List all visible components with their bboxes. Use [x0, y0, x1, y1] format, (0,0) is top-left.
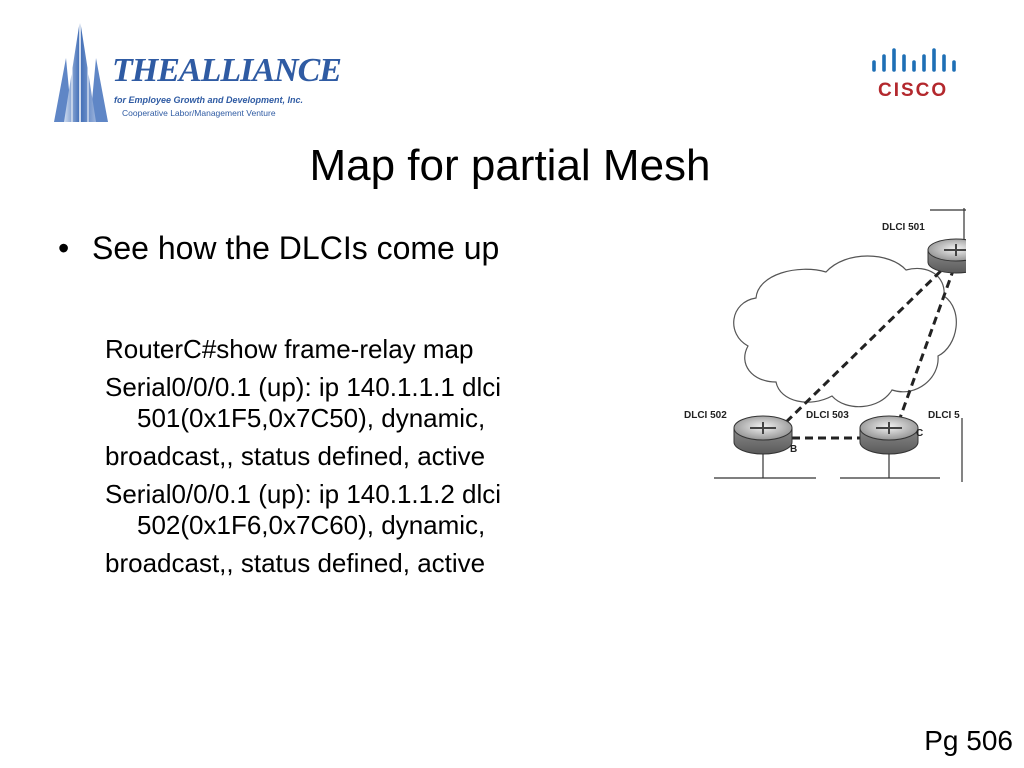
page-number: Pg 506	[924, 725, 1013, 756]
frame-relay-cloud-icon	[733, 255, 957, 408]
router-icon	[733, 415, 793, 455]
bullet-point: • See how the DLCIs come up	[58, 226, 499, 270]
pvc-link-501-b	[778, 260, 952, 430]
cli-line: Serial0/0/0.1 (up): ip 140.1.1.1 dlci 50…	[105, 372, 502, 433]
dlci-501-label: DLCI 501	[882, 222, 925, 233]
cli-line: broadcast,, status defined, active	[105, 548, 486, 578]
alliance-tagline: for Employee Growth and Development, Inc…	[114, 95, 304, 105]
partial-mesh-topology	[714, 208, 985, 482]
router-b-label: B	[790, 444, 798, 455]
alliance-name: THEALLIANCE	[112, 52, 342, 89]
pvc-link-501-c	[898, 267, 956, 419]
cli-output: RouterC#show frame-relay map Serial0/0/0…	[105, 334, 645, 586]
cli-line: Serial0/0/0.1 (up): ip 140.1.1.2 dlci 50…	[105, 479, 502, 540]
cisco-bridge-icon	[872, 48, 956, 72]
dlci-5-label: DLCI 5	[928, 410, 960, 421]
cisco-logo: CISCO	[870, 44, 960, 102]
cli-line: broadcast,, status defined, active	[105, 441, 486, 471]
dlci-503-label: DLCI 503	[806, 410, 849, 421]
alliance-logo: THEALLIANCE for Employee Growth and Deve…	[50, 18, 342, 126]
bullet-dot-icon: •	[58, 230, 70, 266]
router-icon	[859, 415, 919, 455]
network-diagram: DLCI 501 DLCI 502 DLCI 503 DLCI 5 B C	[676, 206, 985, 492]
alliance-subtitle: Cooperative Labor/Management Venture	[122, 108, 276, 118]
alliance-spire-icon	[54, 20, 108, 122]
router-c-label: C	[916, 428, 924, 439]
router-icon	[927, 238, 985, 274]
cli-line: RouterC#show frame-relay map	[105, 334, 474, 364]
bullet-text: See how the DLCIs come up	[92, 230, 500, 266]
cisco-wordmark: CISCO	[878, 80, 949, 101]
dlci-502-label: DLCI 502	[684, 410, 727, 421]
slide-title: Map for partial Mesh	[309, 141, 711, 190]
